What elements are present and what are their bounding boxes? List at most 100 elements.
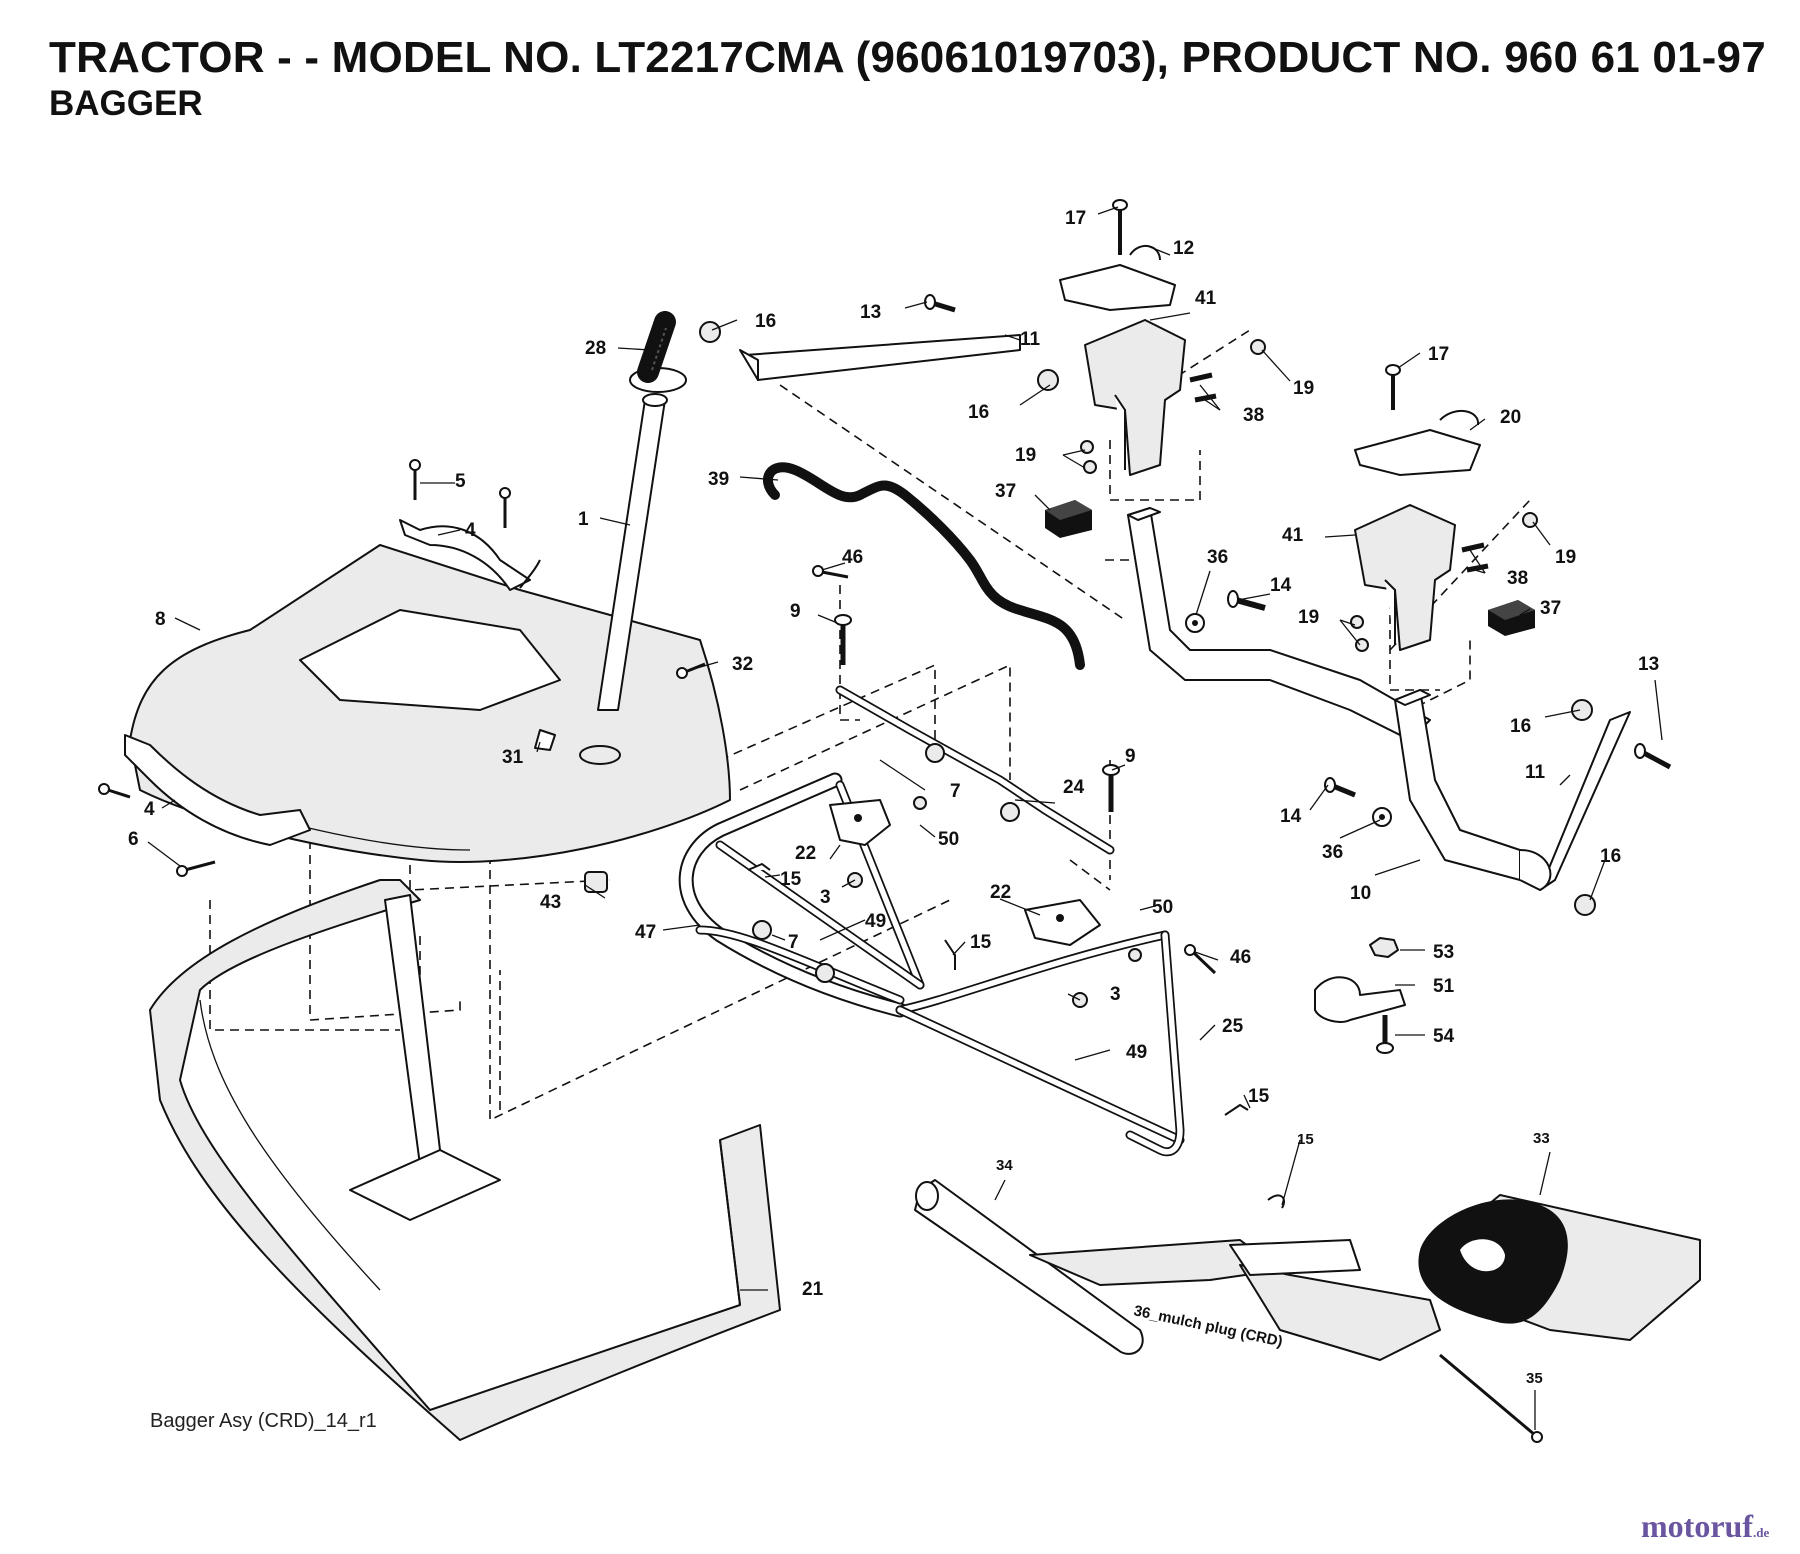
callout-16d: 16 [1600,846,1621,867]
hook-20 [1354,410,1481,476]
callout-50b: 50 [1152,897,1173,918]
handle-rod [597,393,668,711]
mulch-plug-36 [1029,1239,1441,1361]
callout-49b: 49 [1126,1042,1147,1063]
callout-4: 4 [465,520,476,541]
callout-4b: 4 [144,799,155,820]
brand-domain: .de [1752,1525,1770,1540]
hook-12 [1059,245,1176,311]
callout-41b: 41 [1282,525,1304,546]
callout-50: 50 [938,829,959,850]
callout-16b: 16 [968,402,989,423]
callout-17b: 17 [1428,344,1449,365]
plug-43 [584,871,608,893]
mount-41-right [1354,504,1456,651]
callout-33: 33 [1533,1130,1550,1147]
callout-43: 43 [540,892,561,913]
bolts [812,199,1672,975]
callout-1: 1 [578,509,589,530]
callout-9b: 9 [1125,746,1136,767]
callout-3: 3 [820,887,831,908]
callout-19b: 19 [1015,445,1036,466]
callout-39: 39 [708,469,729,490]
callout-46: 46 [842,547,863,568]
title-block: TRACTOR - - MODEL NO. LT2217CMA (9606101… [49,33,1766,124]
page-title: TRACTOR - - MODEL NO. LT2217CMA (9606101… [49,33,1766,82]
callout-5: 5 [455,471,466,492]
callout-54: 54 [1433,1026,1455,1047]
callout-37b: 37 [1540,598,1561,619]
deflector-33 [1418,1194,1701,1341]
callout-47: 47 [635,922,656,943]
clip-31 [534,729,556,751]
callout-37: 37 [995,481,1016,502]
callout-7: 7 [788,932,799,953]
callout-25: 25 [1222,1016,1244,1037]
bracket-22-left [829,799,891,846]
callout-13b: 13 [1638,654,1659,675]
tube-10 [1127,507,1552,891]
cotter-pins-15 [747,863,1286,1209]
bracket-51 [1314,976,1406,1023]
diagram-caption: Bagger Asy (CRD)_14_r1 [150,1410,377,1432]
callout-32: 32 [732,654,753,675]
page-subtitle: BAGGER [49,84,203,124]
callout-19c: 19 [1555,547,1576,568]
callout-49: 49 [865,911,886,932]
nut-53 [1369,937,1399,958]
callout-36b: 36 [1322,842,1343,863]
callout-11b: 11 [1525,762,1546,783]
pin-35 [1439,1353,1543,1443]
callout-14: 14 [1270,575,1292,596]
grass-bag [149,879,781,1441]
bracket-11-right [1539,711,1631,891]
callout-31: 31 [502,747,524,768]
callout-21: 21 [802,1279,824,1300]
leader-lines [147,206,1663,1430]
callout-34: 34 [996,1157,1013,1174]
brand-watermark: motoruf.de [1641,1508,1769,1545]
callout-41: 41 [1195,288,1217,309]
block-37-left [1045,500,1092,538]
block-37-right [1488,600,1535,636]
callout-38: 38 [1243,405,1264,426]
callout-16c: 16 [1510,716,1531,737]
rod-34 [914,1179,1144,1355]
callout-13: 13 [860,302,881,323]
mount-41-left [1084,319,1186,476]
washers-36 [1185,613,1392,827]
callout-38b: 38 [1507,568,1528,589]
callout-46b: 46 [1230,947,1251,968]
callout-51: 51 [1433,976,1455,997]
callout-15: 15 [780,869,802,890]
callout-8: 8 [155,609,166,630]
bag-cover [129,544,731,863]
callout-53: 53 [1433,942,1454,963]
callout-28: 28 [585,338,606,359]
callout-36: 36 [1207,547,1228,568]
callout-15c: 15 [1248,1086,1270,1107]
callout-20: 20 [1500,407,1521,428]
callout-12: 12 [1173,238,1194,259]
callout-15d: 15 [1297,1131,1314,1148]
bracket-11-left [739,334,1021,381]
callout-22: 22 [795,843,816,864]
callout-9: 9 [790,601,801,622]
cable-39 [763,462,1085,670]
callout-22b: 22 [990,882,1011,903]
tube-24 [835,685,1115,855]
callout-19d: 19 [1298,607,1319,628]
bolt-54 [1376,1015,1394,1054]
callout-3b: 3 [1110,984,1121,1005]
callout-14b: 14 [1280,806,1302,827]
callout-15b: 15 [970,932,992,953]
callout-17: 17 [1065,208,1086,229]
handle-grip [629,311,687,393]
bag-handle-front [124,734,311,846]
callout-6: 6 [128,829,139,850]
callout-24: 24 [1063,777,1085,798]
bracket-22-right [1024,899,1101,946]
nuts [699,321,1596,1008]
callout-10: 10 [1350,883,1371,904]
